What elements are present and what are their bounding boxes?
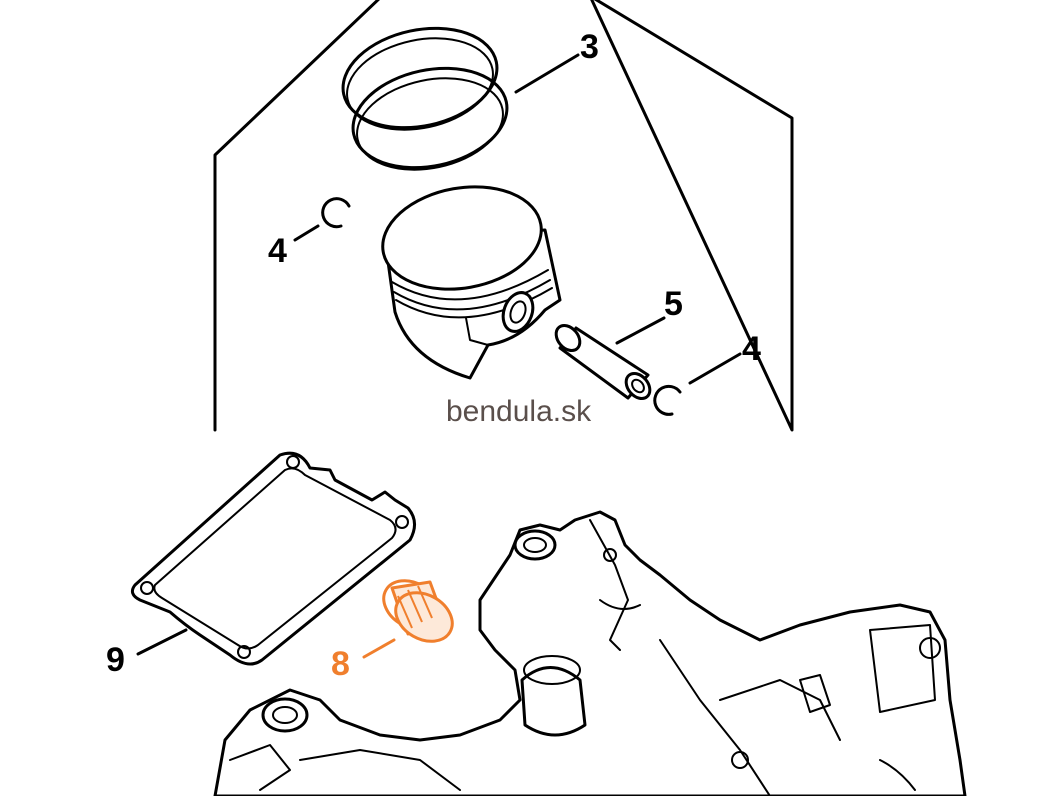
callout-piston-pin: 5 — [664, 285, 683, 323]
cylinder-gasket — [130, 451, 416, 666]
piston-rings — [341, 26, 509, 171]
callout-circlip-left: 4 — [268, 232, 287, 270]
callout-piston-rings: 3 — [580, 28, 599, 66]
piston — [381, 185, 562, 380]
piston-set-frame — [213, 0, 794, 432]
circlip-right — [653, 384, 682, 416]
callout-circlip-right: 4 — [742, 330, 761, 368]
crankcase — [213, 510, 967, 796]
circlip-left — [321, 197, 351, 229]
needle-cage — [382, 579, 454, 643]
callout-needle-cage: 8 — [331, 645, 350, 683]
watermark: bendula.sk — [446, 395, 592, 428]
callout-gasket: 9 — [106, 641, 125, 679]
piston-pin — [554, 323, 652, 401]
